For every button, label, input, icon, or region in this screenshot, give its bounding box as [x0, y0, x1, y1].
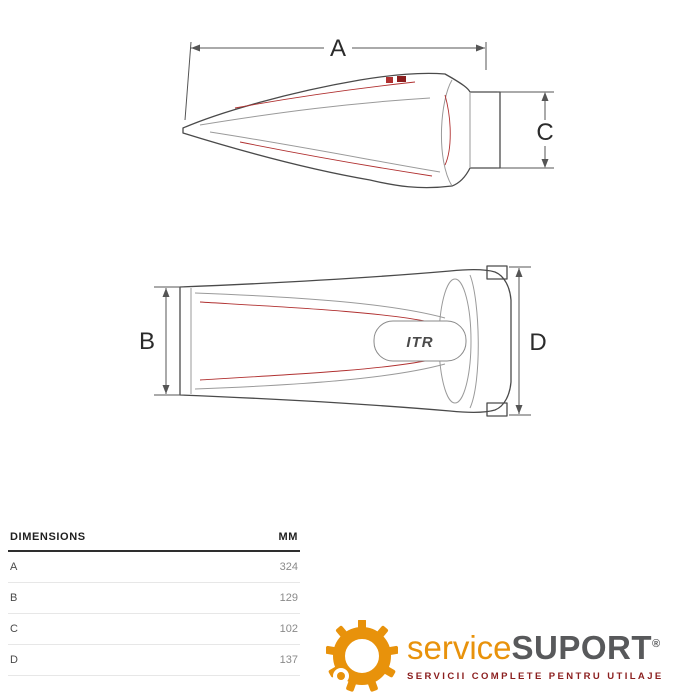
dimensions-table: DIMENSIONS MM A 324 B 129 C 102 D 137	[8, 524, 300, 676]
top-view-drawing: ITR B D	[139, 265, 547, 417]
registered-mark: ®	[652, 637, 661, 650]
row-value: 102	[279, 623, 298, 635]
tooth-top-outline	[179, 268, 512, 414]
side-stamp-mark-1	[386, 77, 393, 83]
side-inner-line-bottom	[209, 131, 441, 173]
side-inner-line-top	[199, 97, 431, 126]
side-view-drawing: A C	[182, 35, 554, 189]
part-brand-text: ITR	[406, 334, 433, 351]
table-row: A 324	[8, 552, 300, 583]
table-row: B 129	[8, 583, 300, 614]
dim-label-a: A	[330, 35, 346, 62]
dim-label-d: D	[529, 329, 546, 356]
row-value: 137	[279, 654, 298, 666]
header-mm: MM	[278, 531, 298, 543]
top-flank-upper	[194, 292, 446, 319]
brand-rib	[373, 320, 467, 362]
side-red-edge-bottom	[239, 141, 433, 177]
dimension-b: B	[139, 286, 184, 396]
tooth-side-outline	[182, 72, 501, 189]
gear-icon	[326, 620, 398, 692]
table-row: C 102	[8, 614, 300, 645]
row-label: D	[10, 654, 18, 666]
logo-text: serviceSUPORT® SERVICII COMPLETE PENTRU …	[407, 631, 664, 682]
row-value: 324	[279, 561, 298, 573]
dim-label-b: B	[139, 328, 155, 355]
row-value: 129	[279, 592, 298, 604]
side-stamp-mark-2	[397, 76, 406, 82]
top-lug-lower	[486, 402, 508, 417]
header-dimensions: DIMENSIONS	[10, 531, 86, 543]
logo-word-suport: SUPORT	[511, 628, 653, 666]
top-rear-curve	[469, 274, 479, 409]
row-label: C	[10, 623, 18, 635]
logo-tagline: SERVICII COMPLETE PENTRU UTILAJE	[407, 670, 664, 682]
logo-wordmark: serviceSUPORT®	[407, 631, 664, 664]
top-red-upper	[199, 301, 431, 323]
brand-logo: serviceSUPORT® SERVICII COMPLETE PENTRU …	[326, 620, 664, 692]
dim-label-c: C	[536, 119, 553, 146]
logo-word-service: service	[407, 628, 512, 666]
table-row: D 137	[8, 645, 300, 676]
dimension-c: C	[497, 91, 554, 169]
row-label: B	[10, 592, 18, 604]
top-flank-lower	[194, 363, 446, 390]
side-red-edge-top	[234, 81, 416, 109]
side-red-socket	[444, 94, 451, 166]
dimension-a: A	[184, 35, 487, 121]
dimension-d: D	[509, 266, 547, 416]
top-lug-upper	[486, 265, 508, 280]
technical-drawing: A C ITR	[139, 35, 554, 417]
row-label: A	[10, 561, 18, 573]
top-red-lower	[199, 359, 431, 381]
dimensions-table-header: DIMENSIONS MM	[8, 524, 300, 552]
side-socket-curve	[440, 79, 453, 187]
